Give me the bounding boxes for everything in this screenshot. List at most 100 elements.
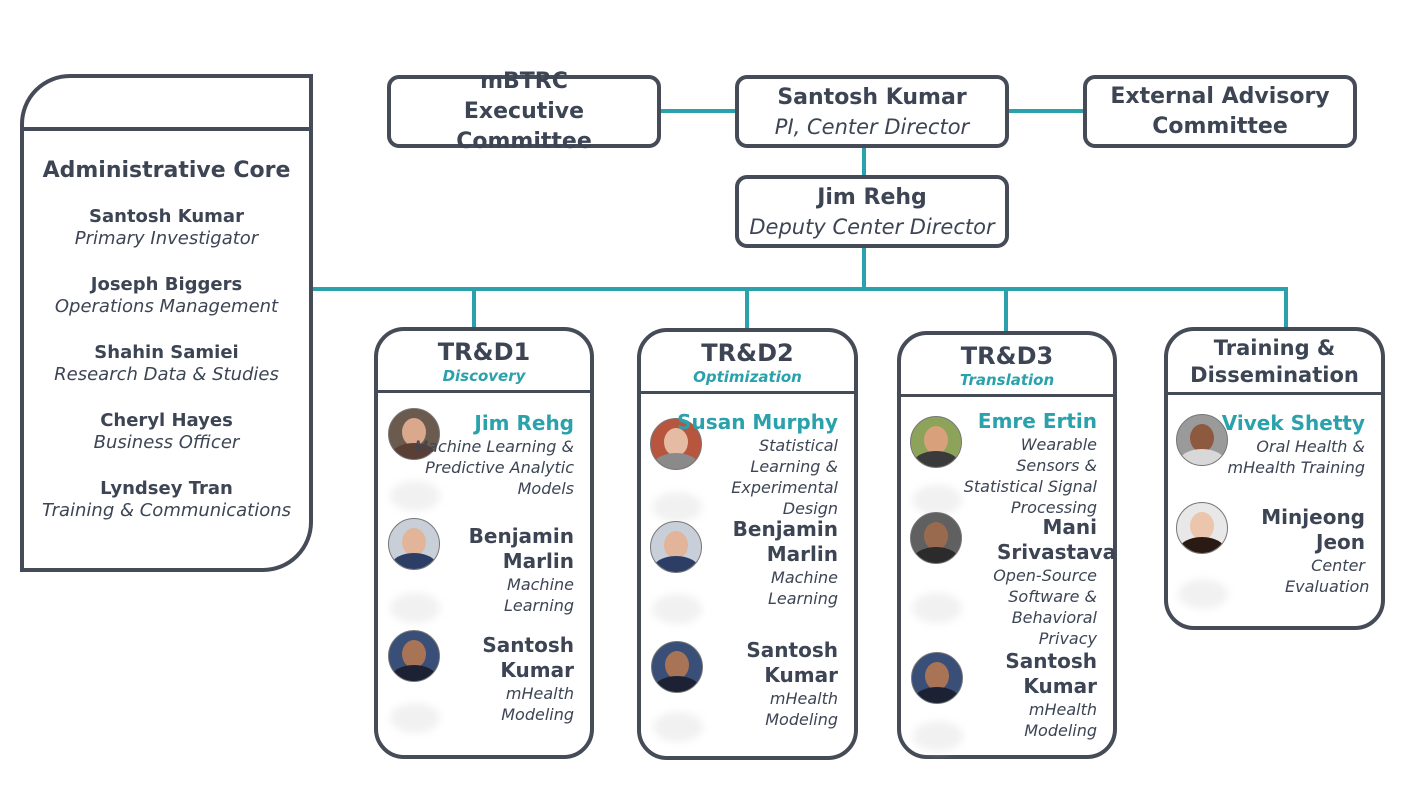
admin-title: Administrative Core: [42, 158, 291, 183]
connector-trd2: [745, 287, 749, 330]
deputy-name: Jim Rehg: [817, 184, 927, 210]
trd1-divider: [378, 390, 590, 393]
trd3-header: TR&D3 Translation: [901, 335, 1113, 395]
avatar-vivek-shetty-icon: [1176, 414, 1228, 466]
advisory-committee-box: External Advisory Committee: [1083, 75, 1357, 148]
deputy-director-box: Jim Rehg Deputy Center Director: [735, 175, 1009, 248]
person-name: Jim Rehg: [474, 411, 574, 435]
trd1-column: TR&D1 Discovery Jim Rehg Machine Learnin…: [374, 327, 594, 759]
person-role: mHealth Modeling: [1024, 700, 1097, 740]
person-card: Susan Murphy Statistical Learning & Expe…: [663, 410, 838, 519]
person-card: Mani Srivastava Open-Source Software & B…: [937, 515, 1117, 649]
person-card: Vivek Shetty Oral Health & mHealth Train…: [1185, 411, 1365, 478]
admin-member-name: Cheryl Hayes: [100, 410, 233, 431]
person-card: Benjamin Marlin Machine Learning: [444, 524, 574, 616]
avatar-mani-srivastava-icon: [910, 512, 962, 564]
person-name: Benjamin Marlin: [732, 517, 838, 566]
center-director-box: Santosh Kumar PI, Center Director: [735, 75, 1009, 148]
trd1-subtitle: Discovery: [442, 367, 526, 385]
trd3-subtitle: Translation: [959, 371, 1055, 389]
person-role: Machine Learning: [503, 575, 574, 615]
avatar-minjeong-jeon-icon: [1176, 502, 1228, 554]
admin-member: Cheryl Hayes Business Officer: [24, 410, 309, 454]
connector-director-deputy: [862, 147, 866, 177]
person-card: Benjamin Marlin Machine Learning: [708, 517, 838, 609]
admin-member-name: Lyndsey Tran: [100, 478, 233, 499]
avatar-shadow: [912, 593, 962, 623]
training-column: Training & Dissemination Vivek Shetty Or…: [1164, 327, 1385, 630]
admin-member: Joseph Biggers Operations Management: [24, 274, 309, 318]
person-role: Machine Learning & Predictive Analytic M…: [414, 437, 574, 498]
avatar-benjamin-marlin-icon: [388, 518, 440, 570]
admin-member-name: Joseph Biggers: [90, 274, 243, 295]
avatar-shadow: [390, 703, 440, 733]
avatar-benjamin-marlin-icon: [650, 521, 702, 573]
avatar-shadow: [652, 492, 702, 522]
trd2-title: TR&D2: [701, 339, 794, 367]
admin-member-role: Operations Management: [54, 296, 279, 317]
person-role: Wearable Sensors & Statistical Signal Pr…: [963, 435, 1097, 517]
avatar-santosh-kumar-icon: [388, 630, 440, 682]
training-divider: [1168, 392, 1381, 395]
person-name: Minjeong Jeon: [1261, 505, 1365, 554]
person-role: mHealth Modeling: [765, 689, 838, 729]
admin-member-name: Santosh Kumar: [89, 206, 244, 227]
person-name: Vivek Shetty: [1221, 411, 1365, 435]
admin-member: Shahin Samiei Research Data & Studies: [24, 342, 309, 386]
person-role: mHealth Modeling: [501, 684, 574, 724]
connector-training: [1284, 287, 1288, 329]
avatar-santosh-kumar-icon: [651, 641, 703, 693]
executive-committee-label: mBTRC Executive Committee: [456, 68, 592, 154]
admin-member-name: Shahin Samiei: [94, 342, 239, 363]
person-name: Santosh Kumar: [746, 638, 838, 687]
connector-trd1: [472, 287, 476, 329]
avatar-shadow: [390, 593, 440, 623]
avatar-shadow: [390, 481, 440, 511]
connector-director-advisory: [1007, 109, 1085, 113]
person-role: Center Evaluation: [1285, 556, 1370, 596]
person-role: Machine Learning: [767, 568, 838, 608]
person-card: Emre Ertin Wearable Sensors & Statistica…: [917, 409, 1097, 518]
admin-member: Santosh Kumar Primary Investigator: [24, 206, 309, 250]
trd3-divider: [901, 394, 1113, 397]
avatar-shadow: [913, 721, 963, 751]
admin-member-role: Primary Investigator: [74, 228, 259, 249]
avatar-shadow: [912, 485, 962, 515]
training-title: Training & Dissemination: [1190, 336, 1359, 387]
advisory-committee-label: External Advisory Committee: [1110, 83, 1330, 139]
director-name: Santosh Kumar: [777, 84, 967, 110]
administrative-core-box: Administrative Core Santosh Kumar Primar…: [20, 74, 313, 572]
person-card: Santosh Kumar mHealth Modeling: [708, 638, 838, 730]
trd1-header: TR&D1 Discovery: [378, 331, 590, 391]
person-name: Santosh Kumar: [482, 633, 574, 682]
executive-committee-box: mBTRC Executive Committee: [387, 69, 661, 154]
person-name: Benjamin Marlin: [468, 524, 574, 573]
admin-member-role: Research Data & Studies: [54, 364, 279, 385]
person-name: Emre Ertin: [977, 409, 1097, 433]
avatar-shadow: [652, 594, 702, 624]
connector-exec-director: [660, 109, 738, 113]
trd3-column: TR&D3 Translation Emre Ertin Wearable Se…: [897, 331, 1117, 759]
connector-deputy-bus: [862, 246, 866, 290]
admin-member: Lyndsey Tran Training & Communications: [24, 478, 309, 522]
person-name: Santosh Kumar: [1005, 649, 1097, 698]
trd1-title: TR&D1: [437, 338, 531, 366]
trd3-title: TR&D3: [960, 342, 1054, 370]
person-role: Oral Health & mHealth Training: [1227, 437, 1365, 477]
admin-member-role: Training & Communications: [41, 500, 291, 521]
trd2-divider: [641, 391, 854, 394]
avatar-shadow: [653, 712, 703, 742]
deputy-role: Deputy Center Director: [749, 214, 995, 239]
avatar-emre-ertin-icon: [910, 416, 962, 468]
trd2-subtitle: Optimization: [693, 368, 802, 386]
connector-horizontal-bus: [313, 287, 1288, 291]
avatar-susan-murphy-icon: [650, 418, 702, 470]
person-name: Mani Srivastava: [997, 515, 1117, 564]
person-role: Statistical Learning & Experimental Desi…: [731, 436, 838, 518]
admin-member-role: Business Officer: [93, 432, 240, 453]
trd2-header: TR&D2 Optimization: [641, 332, 854, 392]
avatar-shadow: [1178, 579, 1228, 609]
person-card: Minjeong Jeon Center Evaluation: [1255, 505, 1370, 597]
person-role: Open-Source Software & Behavioral Privac…: [993, 566, 1097, 648]
person-card: Santosh Kumar mHealth Modeling: [444, 633, 574, 725]
